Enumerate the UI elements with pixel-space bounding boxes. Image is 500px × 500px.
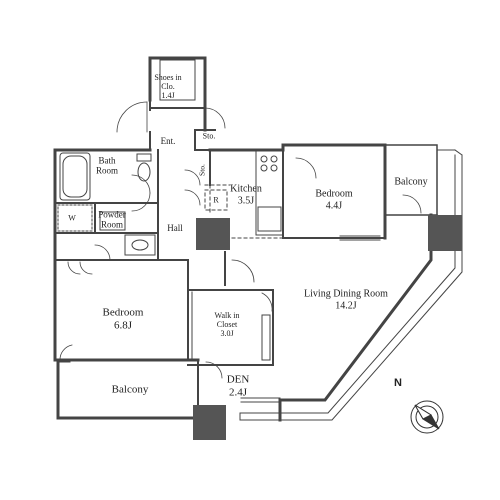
closet-shelving (159, 59, 271, 361)
bathtub (59, 152, 91, 201)
wic-line1: Walk in (214, 311, 240, 321)
bedroom-left-label: Bedroom (102, 306, 144, 319)
doors (59, 101, 422, 379)
pillars (193, 215, 462, 440)
dashed-lines (204, 184, 284, 239)
shoes-line2: Clo. (161, 82, 175, 92)
den-label: DEN (226, 373, 250, 386)
room-balcony-right: Balcony (394, 176, 428, 188)
windows (59, 235, 381, 403)
washer-box (57, 204, 93, 232)
toilet (136, 153, 152, 182)
fridge-icon: R (213, 195, 219, 205)
bath-line1: Bath (98, 155, 116, 166)
powder-sink (99, 211, 156, 256)
room-balcony-bottom: Balcony (111, 383, 149, 396)
den-area: 2.4J (228, 386, 248, 398)
living-area: 14.2J (335, 300, 357, 311)
shoes-line1: Shoes in (154, 73, 182, 83)
living-label: Living Dining Room (304, 288, 388, 300)
room-kitchen: Kitchen 3.5J (230, 184, 262, 207)
kitchen-area: 3.5J (237, 195, 255, 206)
balcony-outline (239, 149, 463, 421)
bedroom-top-area: 4.4J (325, 200, 343, 211)
room-bath: Bath Room (96, 156, 118, 177)
pillar-bottom (193, 405, 226, 440)
bath-line2: Room (95, 166, 119, 176)
room-entrance: Ent. (160, 135, 176, 146)
room-living-dining: Living Dining Room 14.2J (304, 289, 388, 312)
powder-line2: Room (100, 220, 123, 230)
bedroom-top-label: Bedroom (315, 188, 353, 200)
room-powder: Powder Room (98, 210, 126, 231)
pillar-right (428, 215, 462, 251)
room-walk-in-closet: Walk in Closet 3.0J (215, 311, 240, 339)
kitchen-counter (255, 149, 284, 236)
wic-area: 3.0J (220, 329, 234, 339)
exterior-walls (53, 56, 433, 422)
room-bedroom-top: Bedroom 4.4J (315, 189, 352, 212)
wic-line2: Closet (216, 320, 238, 330)
bedroom-left-area: 6.8J (113, 319, 133, 331)
room-shoes-closet: Shoes in Clo. 1.4J (154, 73, 181, 101)
room-storage-side: Sto. (197, 164, 207, 176)
north-label: N (394, 377, 402, 389)
compass-rose (410, 400, 444, 434)
room-bedroom-left: Bedroom 6.8J (103, 306, 144, 331)
interior-walls (54, 99, 386, 421)
powder-line1: Powder (98, 209, 126, 220)
washer-icon: W (68, 213, 76, 223)
room-hall: Hall (167, 222, 183, 233)
pillar-kitchen (196, 218, 230, 250)
room-storage-top: Sto. (202, 131, 216, 141)
kitchen-label: Kitchen (230, 183, 262, 195)
room-den: DEN 2.4J (227, 373, 250, 398)
shoes-area: 1.4J (161, 91, 175, 101)
